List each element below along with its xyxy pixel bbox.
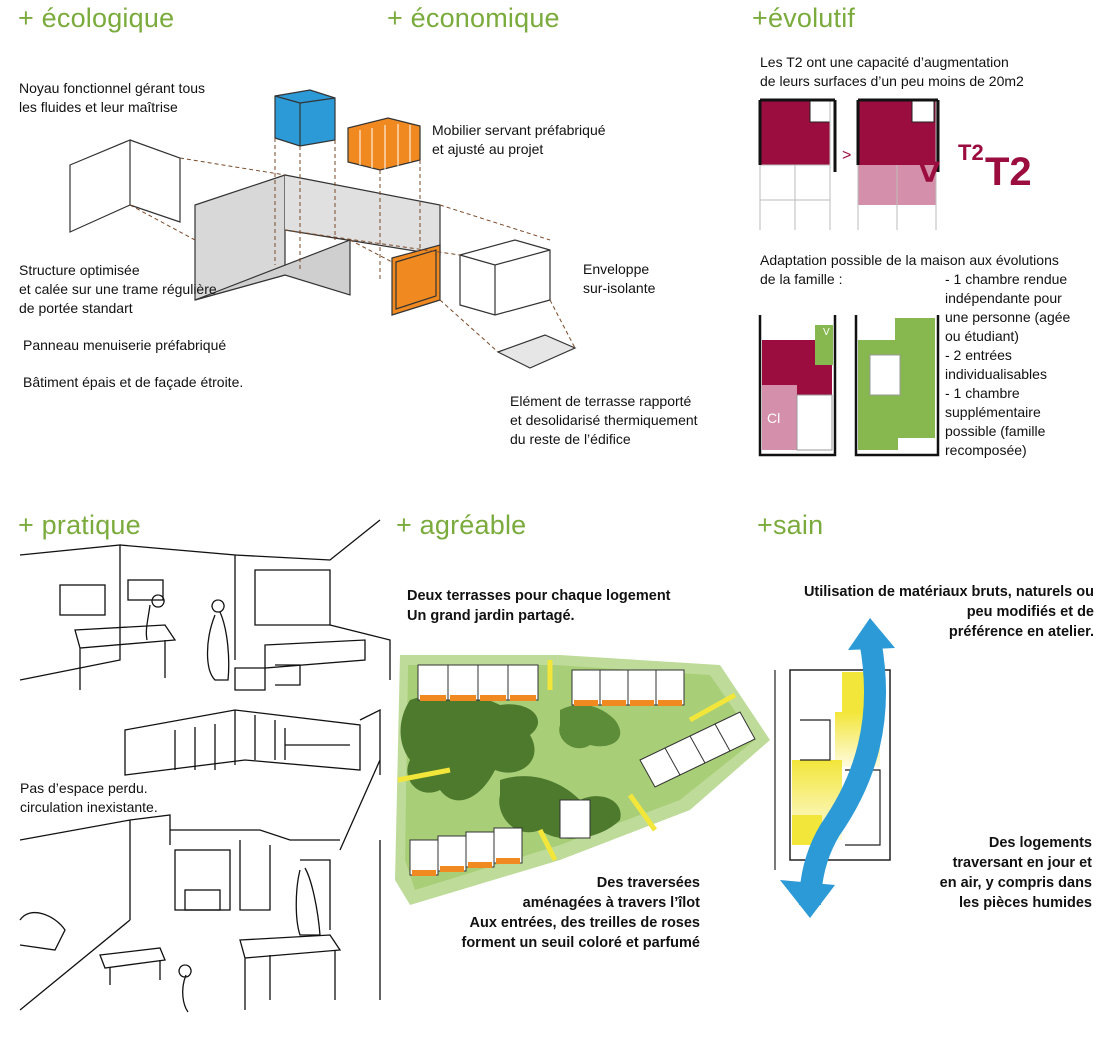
text-structure: Structure optimisée et calée sur une tra…	[19, 262, 217, 316]
t2-plan-before	[758, 98, 837, 230]
heading-ecologique: + écologique	[18, 3, 175, 33]
adaptation-plan-left	[758, 315, 837, 457]
t2-plan-after	[856, 98, 940, 230]
v-label: V	[823, 327, 830, 338]
heading-evolutif: +évolutif	[752, 3, 856, 33]
cl-label: Cl	[767, 410, 781, 426]
text-logements: Des logements traversant en jour et en a…	[939, 835, 1092, 911]
text-materiaux: Utilisation de matériaux bruts, naturels…	[803, 584, 1094, 640]
text-terrasses: Deux terrasses pour chaque logement Un g…	[407, 588, 671, 624]
text-batiment: Bâtiment épais et de façade étroite.	[23, 374, 244, 390]
terrasse-slab	[496, 334, 577, 369]
airflow-arrow	[799, 637, 886, 906]
text-panneau: Panneau menuiserie préfabriqué	[23, 337, 227, 353]
t2-small-label: T2	[958, 140, 984, 165]
text-mobilier: Mobilier servant préfabriqué et ajusté a…	[432, 122, 606, 157]
t2-big-label: T2	[985, 150, 1032, 194]
t2-arrow: >	[842, 147, 852, 164]
text-traversees: Des traversées aménagées à travers l’îlo…	[461, 875, 701, 951]
text-noyau: Noyau fonctionnel gérant tous les fluide…	[19, 80, 206, 115]
heading-sain: +sain	[757, 510, 824, 540]
heading-pratique: + pratique	[18, 510, 141, 540]
text-terrasse: Elément de terrasse rapporté et desolida…	[510, 393, 698, 447]
adaptation-plan-right	[854, 315, 940, 457]
heading-agreable: + agréable	[396, 510, 527, 540]
heading-economique: + économique	[387, 3, 560, 33]
text-adaptation-list: - 1 chambre rendue indépendante pour une…	[945, 271, 1071, 458]
text-adaptation: Adaptation possible de la maison aux évo…	[760, 252, 1059, 287]
text-espace: Pas d’espace perdu. circulation inexista…	[20, 780, 158, 815]
text-enveloppe: Enveloppe sur-isolante	[583, 261, 656, 296]
slab-right	[284, 174, 441, 256]
text-t2: Les T2 ont une capacité d’augmentation d…	[760, 54, 1024, 89]
